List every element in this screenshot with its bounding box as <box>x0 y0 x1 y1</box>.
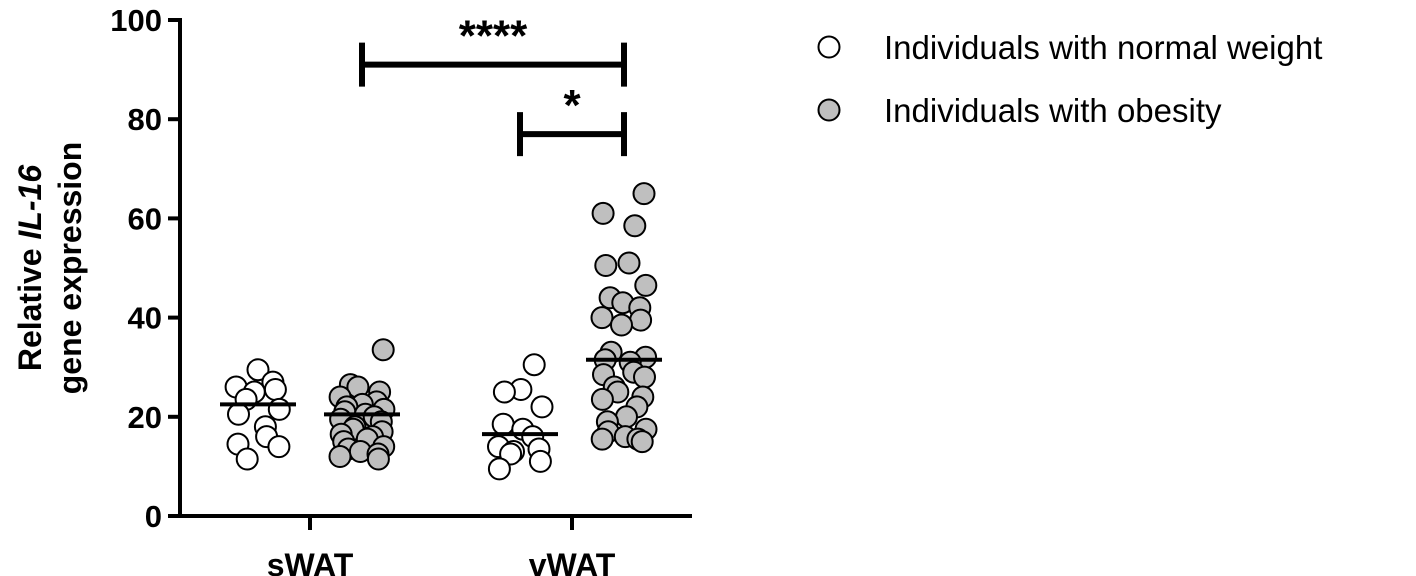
x-tick-label: vWAT <box>529 547 616 576</box>
legend-marker <box>817 35 841 59</box>
data-point <box>246 358 270 382</box>
significance-label: * <box>563 81 581 130</box>
data-point <box>594 254 618 277</box>
data-point <box>590 387 614 411</box>
legend-marker <box>817 98 841 122</box>
significance-label: **** <box>459 12 528 61</box>
y-tick-label: 0 <box>145 499 162 534</box>
data-point <box>528 449 552 473</box>
data-point <box>522 353 546 377</box>
data-point <box>366 447 390 471</box>
data-point <box>634 273 658 297</box>
data-point <box>590 306 614 330</box>
data-point <box>267 435 291 459</box>
y-tick-label: 100 <box>110 3 162 38</box>
data-point <box>328 445 352 468</box>
data-point <box>591 201 615 225</box>
data-point <box>632 182 656 206</box>
x-tick-label: sWAT <box>267 547 354 576</box>
data-point <box>487 457 511 481</box>
legend: Individuals with normal weightIndividual… <box>817 29 1322 129</box>
data-point <box>617 251 641 275</box>
data-point <box>371 338 395 362</box>
axes: 0 20 40 60 80 100 sWAT vWAT <box>110 3 692 576</box>
data-point <box>492 380 516 404</box>
data-point <box>610 313 633 337</box>
data-point <box>630 430 654 454</box>
y-axis-label-line1: Relative IL-16 <box>12 165 48 372</box>
y-axis-label-gene: IL-16 <box>12 165 48 240</box>
significance-brackets: ***** <box>359 12 627 157</box>
data-point <box>530 395 554 419</box>
data-points <box>224 182 658 481</box>
data-point <box>633 365 656 389</box>
data-point <box>491 412 515 436</box>
data-point <box>623 214 647 238</box>
y-axis-label-prefix: Relative <box>12 240 48 372</box>
y-tick-label: 60 <box>128 201 162 236</box>
data-point <box>263 378 287 401</box>
y-tick-label: 80 <box>128 102 162 137</box>
legend-label: Individuals with obesity <box>884 92 1222 129</box>
data-point <box>267 397 291 421</box>
legend-label: Individuals with normal weight <box>884 29 1322 66</box>
median-lines <box>220 357 662 437</box>
data-point <box>227 402 250 426</box>
data-point <box>629 308 653 332</box>
data-point <box>590 427 614 451</box>
y-axis-label-line2: gene expression <box>52 142 88 395</box>
data-point <box>615 405 638 429</box>
data-point <box>235 447 259 471</box>
y-tick-label: 40 <box>128 301 162 336</box>
y-tick-label: 20 <box>128 400 162 435</box>
